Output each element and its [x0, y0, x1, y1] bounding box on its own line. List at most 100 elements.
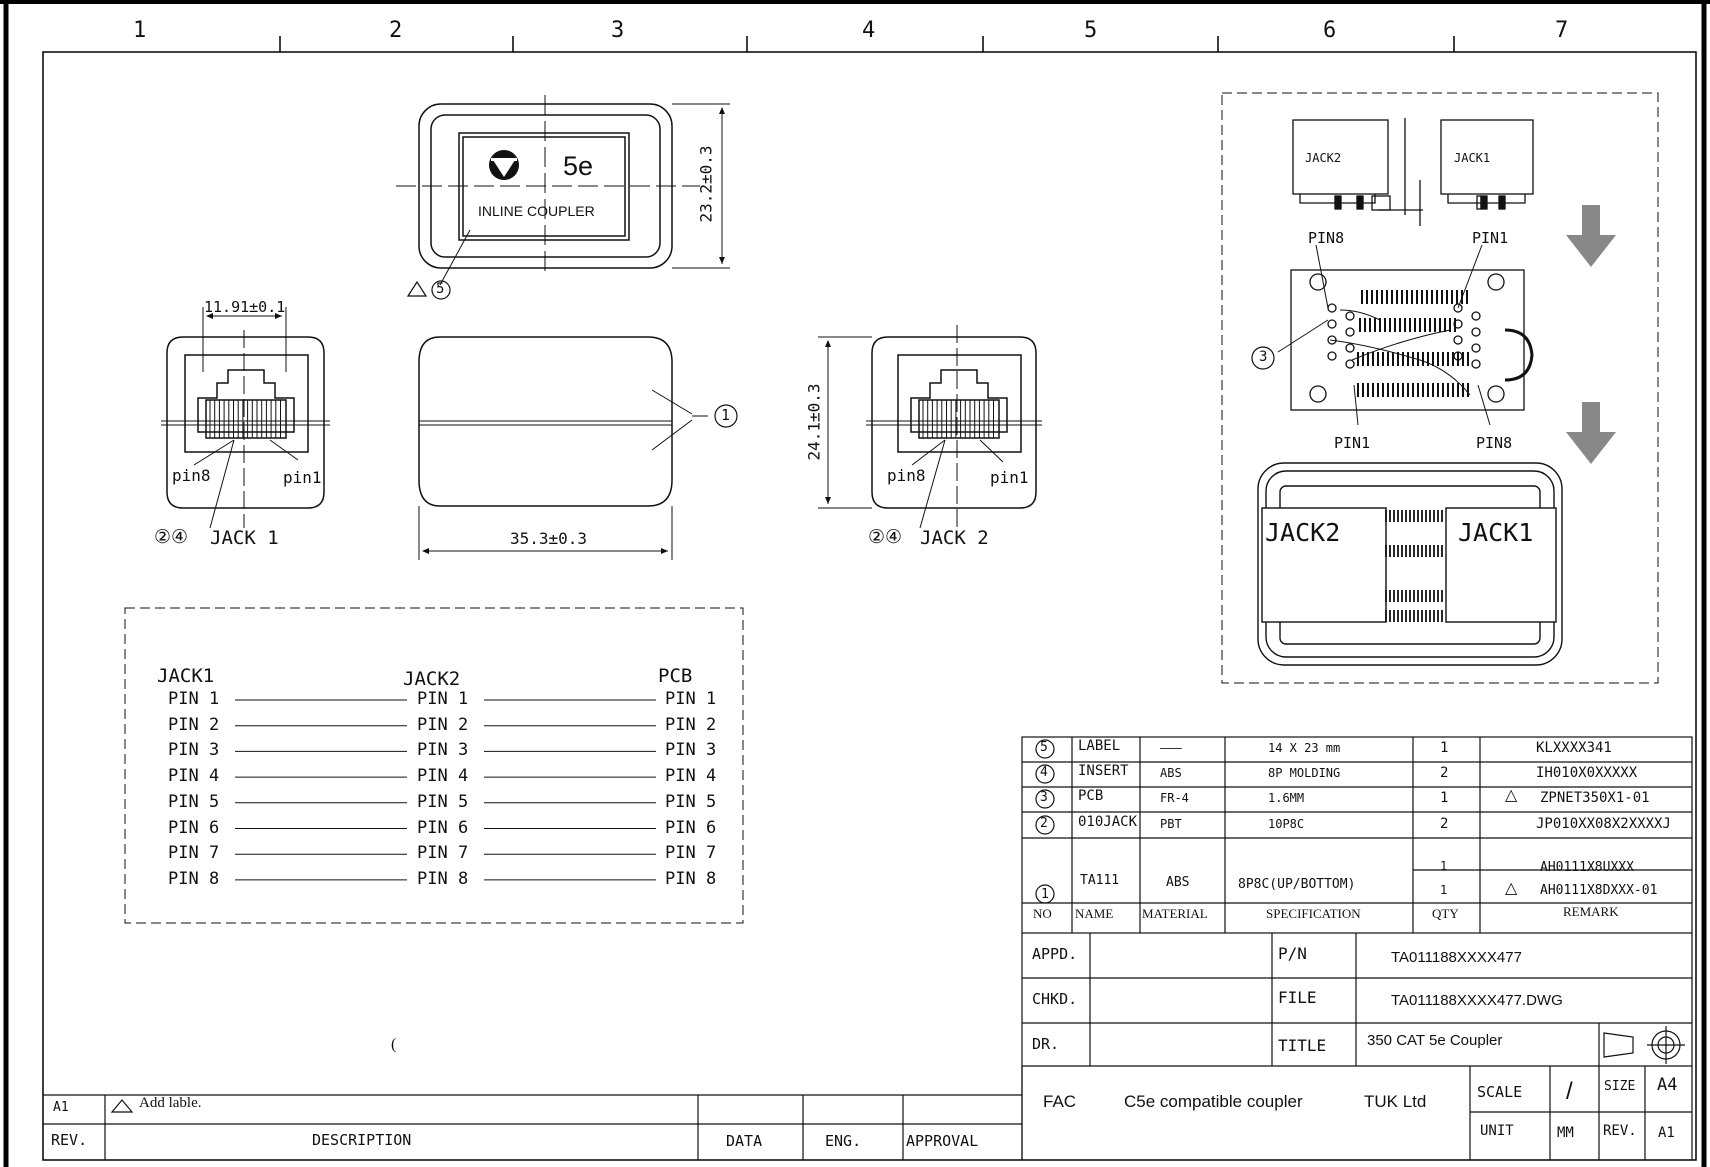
pcb-pad	[1327, 303, 1337, 313]
brand-logo-icon	[489, 150, 519, 180]
zone-ticks	[279, 36, 1455, 52]
projection-symbol-icon	[1603, 1026, 1685, 1064]
bom-name: 010JACK	[1078, 814, 1138, 830]
bom-spec: 1.6MM	[1268, 791, 1305, 805]
jack1-width-dimension: 11.91±0.1	[204, 298, 286, 316]
revision-header-description: DESCRIPTION	[312, 1131, 412, 1149]
wiring-table-frame	[124, 607, 744, 924]
jack2-callouts: ②④	[868, 526, 903, 548]
unit-value: MM	[1557, 1125, 1574, 1141]
callout-5-number: 5	[436, 281, 445, 297]
pn-label: P/N	[1278, 944, 1307, 963]
bom-number-circle	[1035, 764, 1055, 784]
wiring-cell: PIN 5	[417, 791, 469, 812]
bom-number-circle	[1035, 739, 1055, 759]
bom-item-number: 1	[1041, 887, 1049, 902]
bom-material: ABS	[1160, 766, 1182, 780]
stray-mark: (	[391, 1036, 397, 1053]
assembly-frame	[1221, 92, 1659, 684]
bom-header-remark: REMARK	[1563, 904, 1619, 919]
bom-remark: IH010X0XXXXX	[1536, 765, 1638, 781]
drawing-title: 350 CAT 5e Coupler	[1367, 1032, 1503, 1049]
jack1-pin1-label: pin1	[283, 468, 322, 487]
fac-label: FAC	[1043, 1092, 1077, 1111]
pcb-pin8-bottom-label: PIN8	[1476, 434, 1513, 452]
revision-row-note: Add lable.	[139, 1095, 202, 1111]
warning-triangle-icon: △	[1505, 785, 1518, 804]
bom-item-number: 5	[1040, 740, 1048, 755]
pcb-pad	[1327, 319, 1337, 329]
bom-row1-qty-a: 1	[1440, 859, 1448, 873]
side-view	[418, 336, 708, 560]
pcb-pin1-top-label: PIN1	[1472, 229, 1509, 247]
bom-header-material: MATERIAL	[1142, 906, 1208, 921]
size-label: SIZE	[1604, 1079, 1636, 1094]
revision-header-data: DATA	[726, 1132, 763, 1150]
pcb-pad	[1327, 335, 1337, 345]
wiring-cell: PIN 3	[168, 740, 220, 761]
warning-triangle-icon	[110, 1099, 134, 1113]
scale-value: /	[1566, 1078, 1573, 1105]
rev-label: REV.	[1603, 1123, 1637, 1139]
pcb-board	[1277, 244, 1534, 426]
bom-material: PBT	[1160, 817, 1182, 831]
scale-label: SCALE	[1477, 1083, 1523, 1101]
pcb-pad	[1471, 343, 1481, 353]
label-subtext: INLINE COUPLER	[478, 203, 595, 219]
down-arrow-icon	[1566, 205, 1616, 267]
front-label-view	[396, 95, 730, 286]
chkd-label: CHKD.	[1032, 990, 1078, 1008]
warning-triangle-icon	[406, 280, 428, 297]
pcb-pad	[1345, 359, 1355, 369]
file-label: FILE	[1278, 988, 1317, 1007]
bom-material: FR-4	[1160, 791, 1189, 805]
wiring-cell: PIN 2	[168, 714, 220, 735]
title-label: TITLE	[1278, 1036, 1327, 1055]
revision-row-rev: A1	[53, 1100, 69, 1115]
wiring-header-jack1: JACK1	[157, 665, 215, 687]
wiring-cell: PIN 8	[665, 868, 717, 889]
wiring-cell: PIN 1	[168, 689, 220, 709]
callout-3-number: 3	[1259, 349, 1268, 365]
wiring-cell: PIN 4	[168, 766, 220, 787]
wiring-cell: PIN 1	[417, 689, 469, 709]
bom-name: PCB	[1078, 788, 1104, 804]
wiring-cell: PIN 5	[168, 791, 220, 812]
callout-1-number: 1	[721, 406, 731, 424]
callout-5-circle	[431, 280, 451, 300]
jack2-height-dimension: 24.1±0.3	[804, 383, 824, 461]
assembly-top-jacks	[1292, 118, 1534, 226]
bom-header-no: NO	[1033, 906, 1052, 921]
dr-label: DR.	[1032, 1035, 1060, 1053]
bom-remark: ZPNET350X1-01	[1540, 790, 1650, 806]
down-arrow-icon	[1566, 402, 1616, 464]
company-name: TUK Ltd	[1364, 1092, 1427, 1111]
bom-spec: 14 X 23 mm	[1268, 741, 1341, 755]
size-value: A4	[1657, 1075, 1678, 1095]
file-name: TA011188XXXX477.DWG	[1391, 992, 1563, 1009]
pcb-pad	[1345, 311, 1355, 321]
wiring-header-pcb: PCB	[658, 665, 693, 687]
zone-label: 7	[1555, 18, 1569, 43]
bom-qty: 2	[1440, 816, 1449, 832]
zone-label: 6	[1323, 18, 1337, 43]
callout-3-circle	[1251, 346, 1275, 370]
bom-row1-qty-b: 1	[1440, 883, 1448, 897]
bom-row1-name: TA111	[1080, 873, 1120, 888]
side-width-dimension: 35.3±0.3	[510, 529, 588, 548]
bom-qty: 2	[1440, 765, 1449, 781]
rev-value: A1	[1658, 1125, 1675, 1141]
bom-number-circle	[1035, 815, 1055, 835]
bom-row1-remark-b: AH0111X8DXXX-01	[1540, 883, 1658, 898]
wiring-cell: PIN 5	[665, 791, 717, 812]
wiring-cell: PIN 3	[417, 740, 469, 761]
wiring-cell: PIN 2	[665, 714, 717, 735]
pcb-pin1-bottom-label: PIN1	[1334, 434, 1371, 452]
pcb-pad	[1471, 327, 1481, 337]
bom-spec: 10P8C	[1268, 817, 1305, 831]
label-text: 5e	[563, 151, 594, 181]
wiring-cell: PIN 8	[168, 868, 220, 889]
bom-row1-material: ABS	[1166, 875, 1190, 890]
callout-1-circle	[714, 404, 738, 428]
